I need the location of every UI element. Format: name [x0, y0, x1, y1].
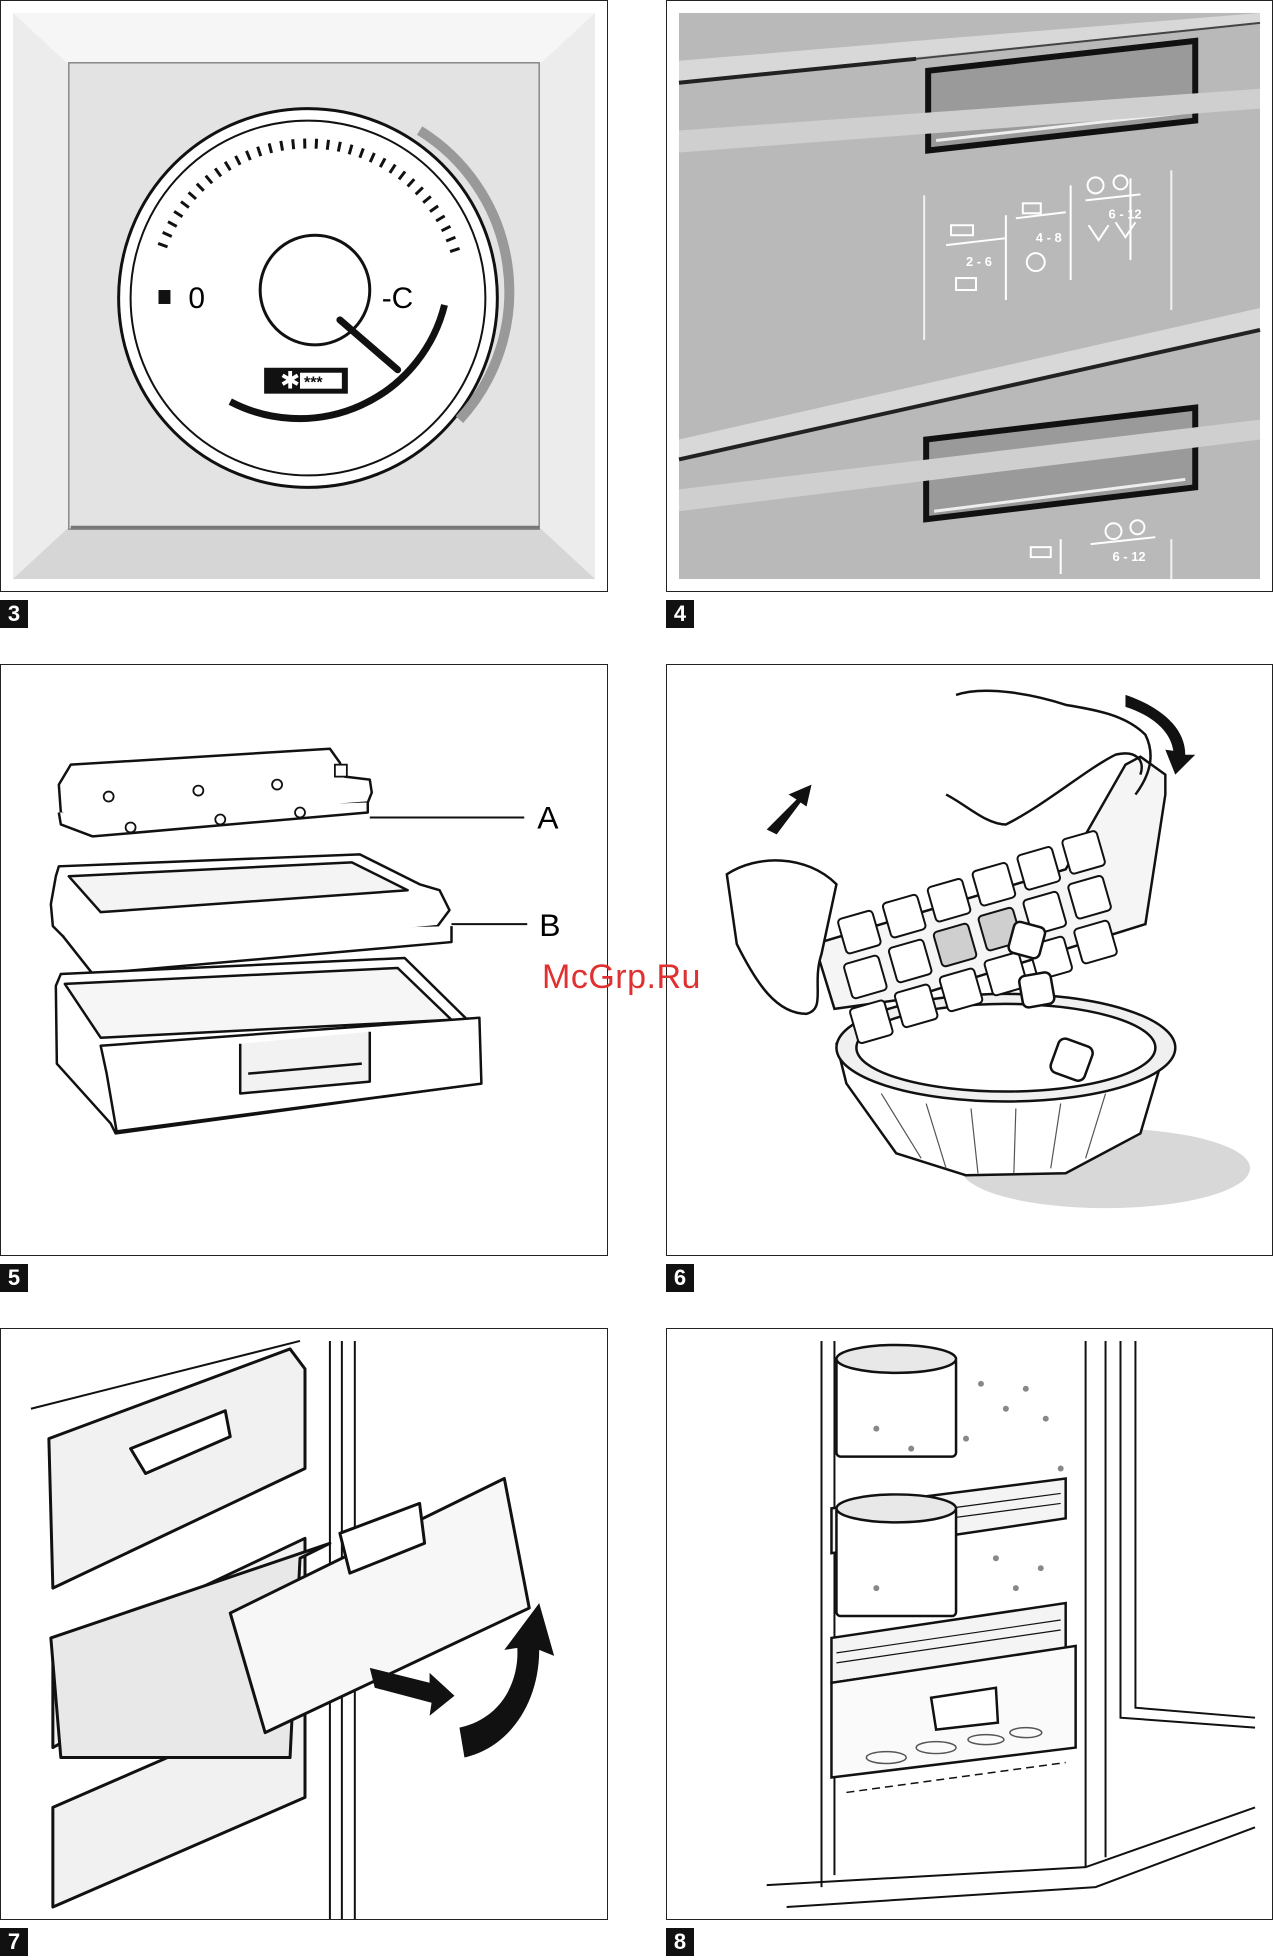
drawer-removal-illustration	[1, 1329, 607, 1919]
freezer-drawers-illustration: 2 - 6 4 - 8 6 - 12 6 - 12	[667, 1, 1272, 591]
drawer-range-label-c: 6 - 12	[1109, 206, 1142, 221]
figure-6-number: 6	[666, 1264, 694, 1292]
figure-6-panel	[666, 664, 1273, 1256]
dial-tick	[293, 139, 294, 149]
dial-cold-label: -C	[382, 282, 414, 315]
figure-7-number: 7	[0, 1928, 28, 1956]
callout-b-label: B	[539, 907, 560, 943]
thermostat-dial-illustration: ✱ *** 0 -C	[1, 1, 607, 591]
dial-tick	[327, 140, 328, 150]
star-rating-text: ***	[304, 375, 323, 392]
defrost-pots-illustration	[667, 1329, 1272, 1919]
freezer-tray-exploded-illustration: A B	[1, 665, 607, 1255]
snowflake-icon: ✱	[280, 368, 300, 395]
figure-5-panel: A B	[0, 664, 608, 1256]
dial-zero-label: 0	[188, 282, 205, 315]
figure-8-panel	[666, 1328, 1273, 1920]
dial-tick	[338, 142, 340, 152]
dial-tick	[281, 141, 283, 151]
drawer-range-label-a: 2 - 6	[966, 254, 992, 269]
figure-5-number: 5	[0, 1264, 28, 1292]
dial-tick	[316, 139, 317, 149]
watermark-text: McGrp.Ru	[542, 958, 701, 997]
drawer-range-label-b: 4 - 8	[1036, 230, 1062, 245]
callout-a-label: A	[537, 799, 559, 835]
figure-3-number: 3	[0, 600, 28, 628]
ice-cube-tray-illustration	[667, 665, 1272, 1255]
drawer-range-label-d: 6 - 12	[1113, 549, 1146, 564]
figure-8-number: 8	[666, 1928, 694, 1956]
figure-7-panel	[0, 1328, 608, 1920]
figure-3-panel: ✱ *** 0 -C	[0, 0, 608, 592]
figure-4-number: 4	[666, 600, 694, 628]
figure-4-panel: 2 - 6 4 - 8 6 - 12 6 - 12	[666, 0, 1273, 592]
